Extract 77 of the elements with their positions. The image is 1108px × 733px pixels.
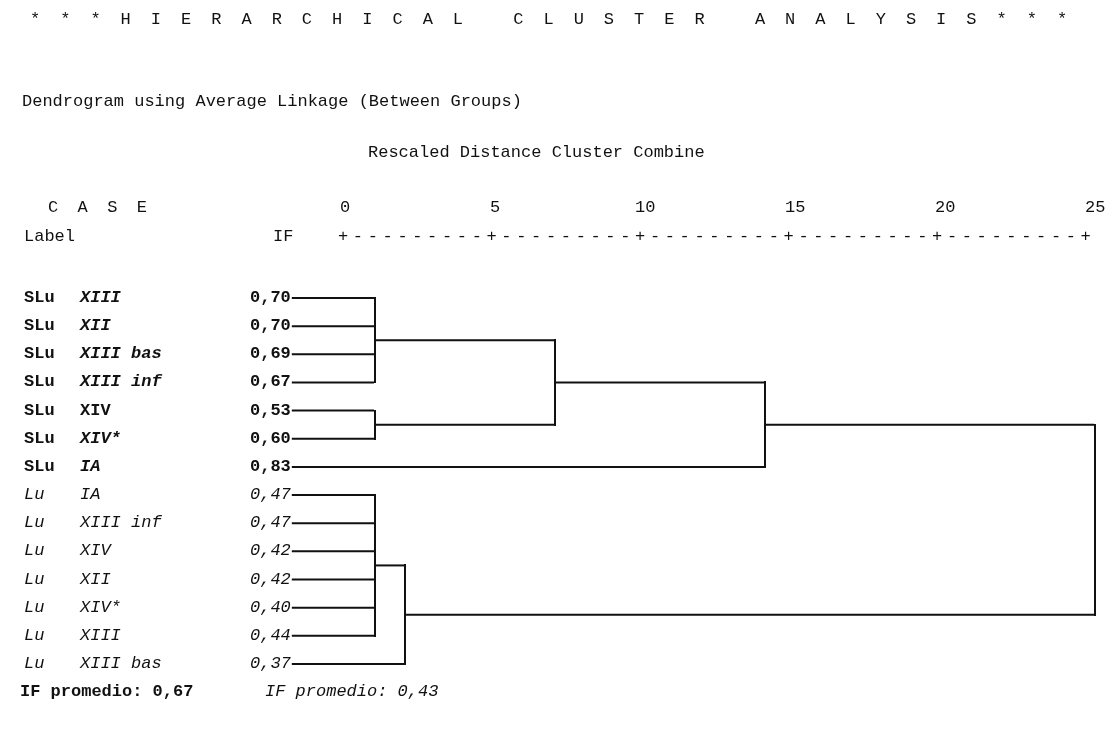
group-label: SLu: [24, 372, 55, 393]
tick-label: 10: [635, 198, 656, 218]
dendrogram-link: [765, 423, 1095, 426]
dendrogram-link: [290, 381, 375, 384]
dendrogram-link: [290, 353, 375, 356]
period-label: IA: [80, 485, 101, 506]
dendrogram-link: [290, 325, 375, 328]
period-label: XIII: [80, 625, 121, 646]
group-label: Lu: [24, 485, 45, 506]
dendrogram-link: [405, 613, 1095, 616]
group-label: Lu: [24, 625, 45, 646]
period-label: IA: [80, 456, 101, 477]
dendrogram-link: [555, 381, 765, 384]
tick-label: 25: [1085, 198, 1106, 218]
group-label: SLu: [24, 428, 55, 449]
dendrogram-link: [290, 522, 375, 525]
dendrogram-link: [375, 564, 405, 567]
dendrogram-link: [375, 423, 555, 426]
column-header: Label: [24, 227, 75, 247]
if-value: 0,53: [250, 400, 291, 421]
group-label: Lu: [24, 541, 45, 562]
period-label: XIII inf: [80, 513, 162, 534]
dendrogram-link: [290, 297, 375, 299]
group-label: SLu: [24, 316, 55, 337]
dendrogram-link: [290, 606, 375, 609]
period-label: XIII bas: [80, 344, 162, 365]
dendrogram-link: [290, 465, 765, 468]
if-value: 0,69: [250, 344, 291, 365]
if-value: 0,70: [250, 316, 291, 337]
tick-label: 15: [785, 198, 806, 218]
if-value: 0,47: [250, 485, 291, 506]
dendrogram-link: [290, 578, 375, 581]
summary-note: IF promedio: 0,43: [265, 682, 439, 702]
period-label: XIV*: [80, 428, 121, 449]
dendrogram-link: [290, 662, 405, 665]
period-label: XII: [80, 569, 111, 590]
if-value: 0,42: [250, 541, 291, 562]
if-value: 0,70: [250, 288, 291, 308]
if-value: 0,44: [250, 625, 291, 646]
group-label: SLu: [24, 344, 55, 365]
dendrogram-link: [290, 437, 375, 440]
group-label: SLu: [24, 400, 55, 421]
period-label: XIV*: [80, 597, 121, 618]
if-value: 0,67: [250, 372, 291, 393]
if-value: 0,60: [250, 428, 291, 449]
period-label: XIII: [80, 288, 121, 308]
tick-label: 5: [490, 198, 501, 218]
if-value: 0,37: [250, 653, 291, 674]
dendrogram-link: [290, 550, 375, 553]
period-label: XIV: [80, 541, 111, 562]
group-label: Lu: [24, 569, 45, 590]
if-value: 0,83: [250, 456, 291, 477]
axis-title: Rescaled Distance Cluster Combine: [368, 143, 705, 163]
title: * * * H I E R A R C H I C A L C L U S T E R A N A L Y S I S * * *: [30, 10, 1072, 30]
column-header: IF: [273, 227, 294, 247]
period-label: XIII inf: [80, 372, 162, 393]
axis-scale: +---------+---------+---------+---------+---------+: [338, 227, 1096, 247]
subtitle: Dendrogram using Average Linkage (Between Groups): [22, 92, 522, 112]
if-value: 0,42: [250, 569, 291, 590]
tick-label: 0: [340, 198, 351, 218]
group-label: SLu: [24, 456, 55, 477]
column-header: C A S E: [48, 198, 152, 218]
period-label: XIV: [80, 400, 111, 421]
period-label: XII: [80, 316, 111, 337]
group-label: Lu: [24, 597, 45, 618]
group-label: Lu: [24, 513, 45, 534]
dendrogram-link: [375, 339, 555, 342]
dendrogram-link: [290, 494, 375, 497]
summary-note: IF promedio: 0,67: [20, 682, 194, 702]
if-value: 0,40: [250, 597, 291, 618]
group-label: SLu: [24, 288, 55, 308]
if-value: 0,47: [250, 513, 291, 534]
period-label: XIII bas: [80, 653, 162, 674]
group-label: Lu: [24, 653, 45, 674]
dendrogram-link: [290, 634, 375, 637]
dendrogram-link: [290, 409, 375, 412]
tick-label: 20: [935, 198, 956, 218]
